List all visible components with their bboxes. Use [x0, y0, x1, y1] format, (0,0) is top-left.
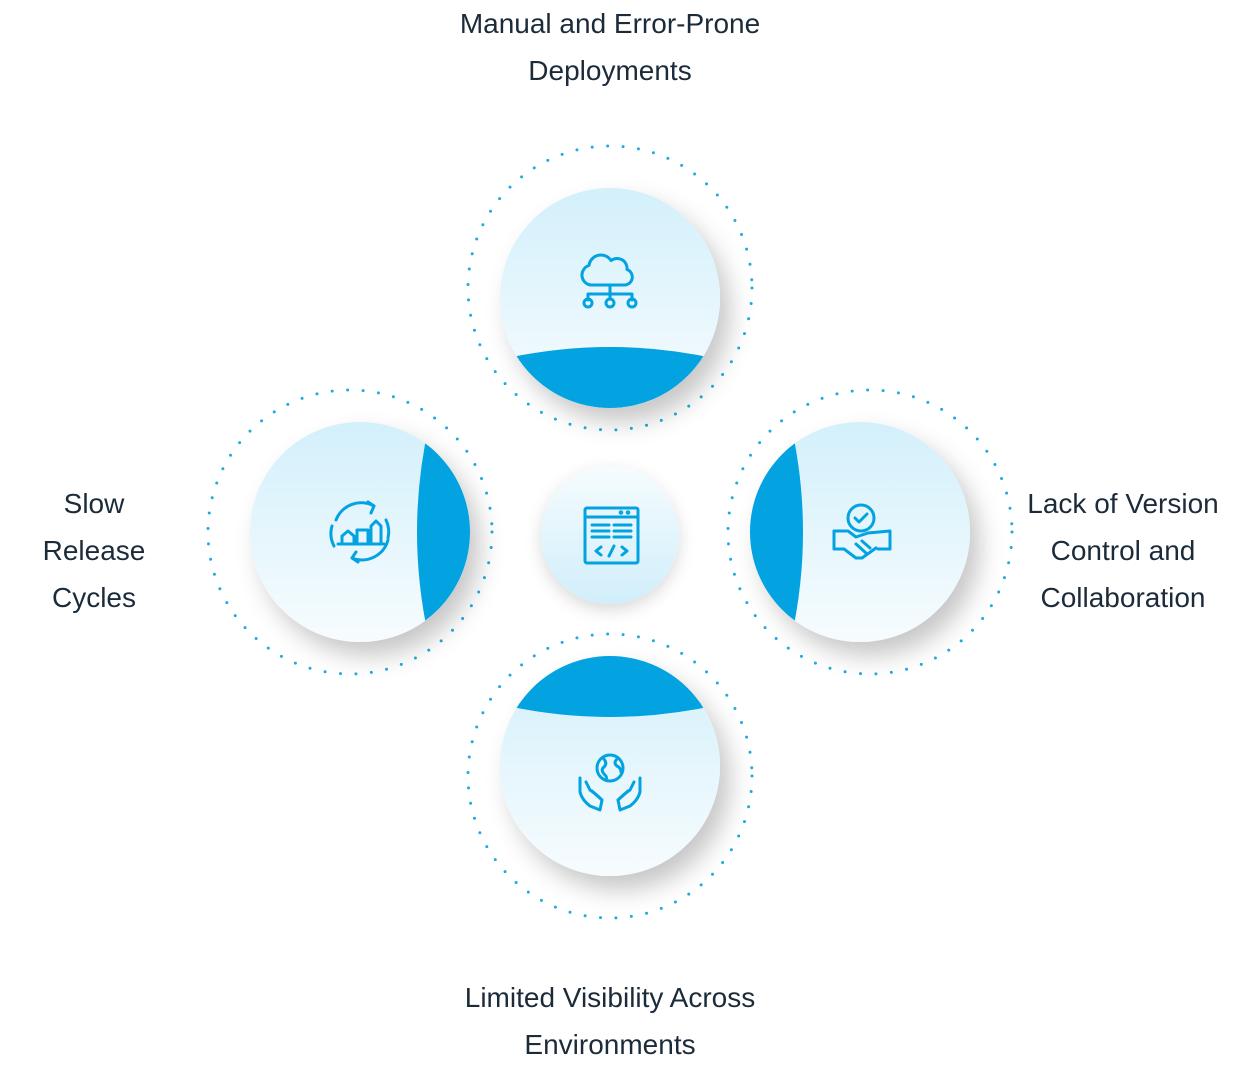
label-right-line-1: Lack of Version	[1027, 488, 1219, 519]
handshake-check-icon	[832, 503, 892, 560]
label-right: Lack of Version Control and Collaboratio…	[1010, 480, 1236, 621]
dotted-ring-top	[466, 144, 754, 432]
accent-band-top	[500, 347, 720, 408]
label-bottom-line-1: Limited Visibility Across	[464, 982, 756, 1013]
dotted-ring-left	[206, 388, 494, 676]
label-top-line-2: Deployments	[528, 55, 692, 86]
node-top	[500, 188, 720, 408]
label-left-line-1: Slow	[63, 488, 125, 519]
label-right-line-3: Collaboration	[1040, 582, 1206, 613]
node-center	[541, 466, 679, 604]
accent-band-left	[417, 422, 470, 642]
label-left-line-2: Release	[42, 535, 146, 566]
hands-globe-icon	[578, 753, 642, 812]
accent-band-right	[750, 422, 803, 642]
label-top-line-1: Manual and Error-Prone	[459, 8, 761, 39]
node-left	[250, 422, 470, 642]
label-left: Slow Release Cycles	[10, 480, 178, 621]
dotted-ring-right	[726, 388, 1014, 676]
code-window-icon	[583, 506, 640, 565]
node-right	[750, 422, 970, 642]
dotted-ring-bottom	[466, 632, 754, 920]
cloud-network-icon	[580, 253, 638, 309]
label-bottom: Limited Visibility Across Environments	[410, 974, 810, 1068]
growth-cycle-icon	[329, 500, 391, 564]
node-bottom	[500, 656, 720, 876]
label-left-line-3: Cycles	[51, 582, 136, 613]
label-right-line-2: Control and	[1050, 535, 1196, 566]
label-bottom-line-2: Environments	[524, 1029, 696, 1060]
label-top: Manual and Error-Prone Deployments	[410, 0, 810, 94]
